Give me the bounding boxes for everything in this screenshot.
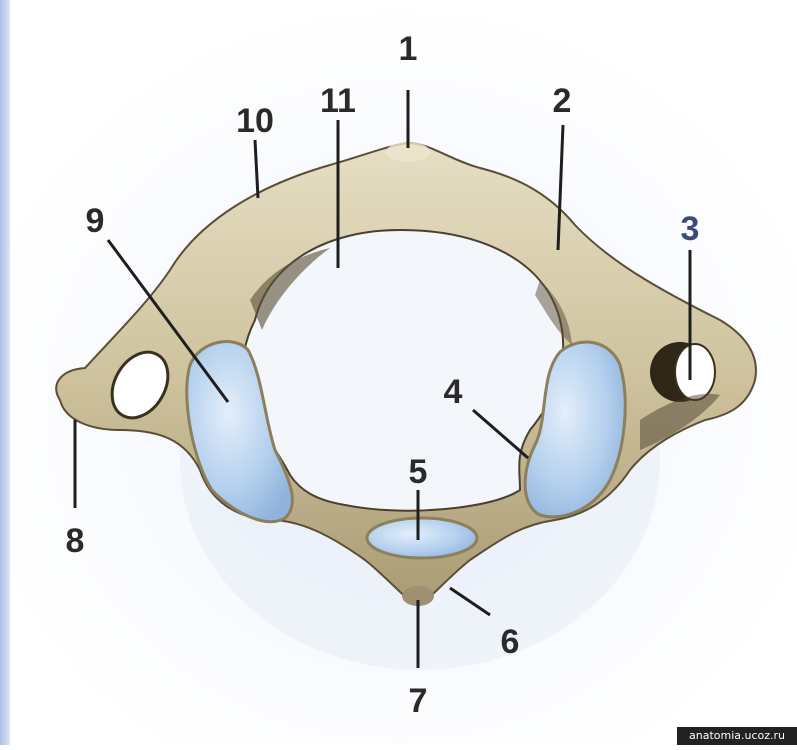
label-9: 9: [86, 202, 105, 240]
label-8: 8: [66, 522, 85, 560]
label-5: 5: [409, 453, 428, 491]
label-4: 4: [444, 373, 463, 411]
watermark: anatomia.ucoz.ru: [677, 727, 797, 745]
right-transverse-foramen: [675, 344, 715, 400]
label-7: 7: [409, 682, 428, 720]
label-6: 6: [501, 623, 520, 661]
label-1: 1: [399, 30, 418, 68]
label-10: 10: [236, 102, 274, 140]
label-3: 3: [681, 210, 700, 248]
label-2: 2: [553, 82, 572, 120]
left-edge-strip: [0, 0, 10, 745]
label-11: 11: [320, 82, 356, 120]
fovea-dentis: [367, 518, 477, 558]
